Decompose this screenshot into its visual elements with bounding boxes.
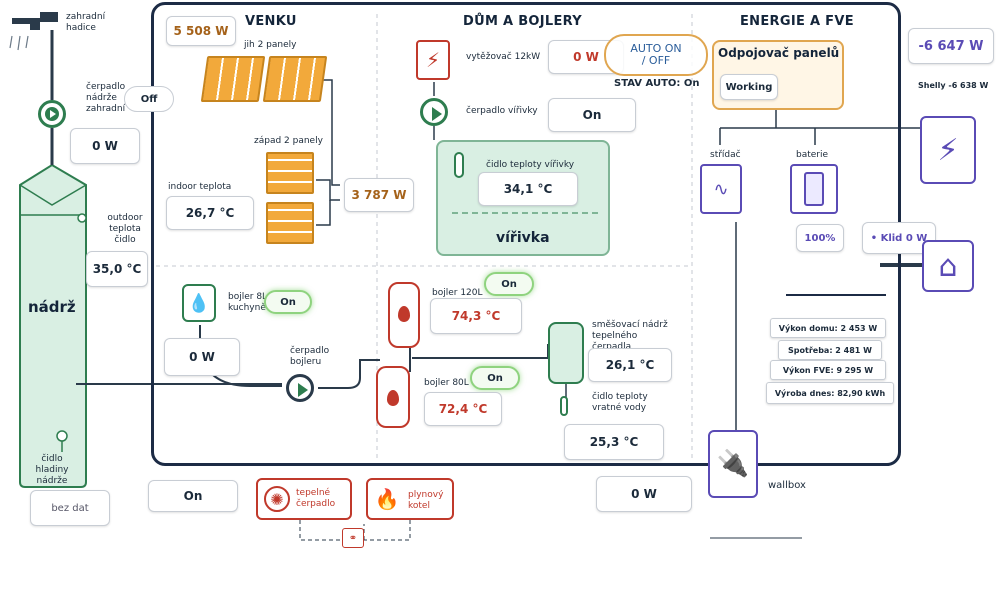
garden-pump-toggle[interactable]: Off [124,86,174,112]
home-state: • Klid 0 W [862,222,936,254]
boiler120-temp: 74,3 °C [430,298,522,334]
inverter-label: střídač [710,150,741,160]
garden-pump-power: 0 W [70,128,140,164]
link-icon: ⚭ [342,528,364,548]
boiler80-label: bojler 80L [424,378,469,388]
solar-total-power: 5 508 W [166,16,236,46]
boiler8-toggle[interactable]: On [264,290,312,314]
section-energy-title: ENERGIE A FVE [740,14,854,29]
water-wave [452,212,598,218]
house-power: Výkon domu: 2 453 W [770,318,886,338]
consumption: Spotřeba: 2 481 W [778,340,882,360]
outdoor-sensor-label: outdoor teplota čidlo [107,213,143,245]
boiler8-label: bojler 8L kuchyně [228,292,268,313]
wallbox-label: wallbox [768,480,806,491]
flame-icon: 🔥 [374,487,400,511]
garden-pump-label: čerpadlo nádrže zahradní [86,82,126,114]
boiler120-toggle[interactable]: On [484,272,534,296]
whirlpool-pump-icon[interactable] [420,98,448,126]
mix-tank-icon [548,322,584,384]
whirlpool-pump-state[interactable]: On [548,98,636,132]
west-panels-power: 3 787 W [344,178,414,212]
boiler-pump-label: čerpadlo bojleru [290,346,330,367]
return-thermometer-icon [560,396,568,416]
stats-panel [786,294,886,308]
boiler8-power: 0 W [164,338,240,376]
south-solar-panel-icon [200,56,266,102]
fan-icon: ✺ [264,486,290,512]
faucet-icon [12,12,58,30]
whirlpool-label: vířivka [496,230,550,246]
level-sensor-label: čidlo hladiny nádrže [35,454,69,486]
boiler120-label: bojler 120L [432,288,483,298]
gas-boiler-card [366,478,454,520]
heatpump-state[interactable]: On [148,480,238,512]
disconnector-state[interactable]: Working [720,74,778,100]
gas-boiler-label: plynový kotel [408,490,444,511]
whirlpool-temp: 34,1 °C [478,172,578,206]
west-solar-panel-icon [266,152,314,194]
pv-power: Výkon FVE: 9 295 W [770,360,886,380]
auto-on-off-button[interactable]: AUTO ON / OFF [604,34,708,76]
indoor-temp-value: 26,7 °C [166,196,254,230]
disconnector-label: Odpojovač panelů [718,46,840,60]
mix-tank-label: směšovací nádrž tepelného čerpadla [592,320,668,352]
indoor-temp-label: indoor teplota [168,182,232,192]
south-panels-label: jih 2 panely [244,40,297,50]
boiler120-icon [388,282,420,348]
boiler80-toggle[interactable]: On [470,366,520,390]
auto-state: STAV AUTO: On [614,78,700,89]
battery-label: baterie [796,150,829,160]
outdoor-temp-value: 35,0 °C [86,251,148,287]
wallbox-power: 0 W [596,476,692,512]
production-today: Výroba dnes: 82,90 kWh [766,382,894,404]
hose-label: zahradní hadice [66,12,106,33]
section-outside-title: VENKU [245,14,297,29]
battery-level: 100% [796,224,844,252]
tank-label: nádrž [28,298,76,316]
boiler80-icon [376,366,410,428]
grid-power: -6 647 W [908,28,994,64]
drop-icon: 💧 [182,284,216,322]
west-solar-panel-icon-2 [266,202,314,244]
tank-shape [19,163,87,488]
extractor-label: vytěžovač 12kW [466,52,541,62]
heatpump-label: tepelné čerpadlo [296,488,336,509]
lightning-icon[interactable]: ⚡ [416,40,450,80]
home-icon: ⌂ [922,240,974,292]
level-value: bez dat [30,490,110,526]
garden-pump-icon[interactable] [38,100,66,128]
mix-tank-temp: 26,1 °C [588,348,672,382]
boiler80-temp: 72,4 °C [424,392,502,426]
return-temp: 25,3 °C [564,424,664,460]
wallbox-icon[interactable]: 🔌 [708,430,758,498]
return-sensor-label: čidlo teploty vratné vody [592,392,648,413]
inverter-icon: ∿ [700,164,742,214]
power-tower-icon: ⚡ [920,116,976,184]
west-panels-label: západ 2 panely [254,136,323,146]
thermometer-icon [454,152,464,178]
battery-icon [790,164,838,214]
whirlpool-pump-label: čerpadlo vířivky [466,106,538,116]
boiler-pump-icon[interactable] [286,374,314,402]
shelly-label: Shelly -6 638 W [918,81,989,90]
whirlpool-sensor-label: čidlo teploty vířivky [486,160,575,170]
section-house-title: DŮM A BOJLERY [463,14,582,29]
south-solar-panel-icon-2 [262,56,328,102]
